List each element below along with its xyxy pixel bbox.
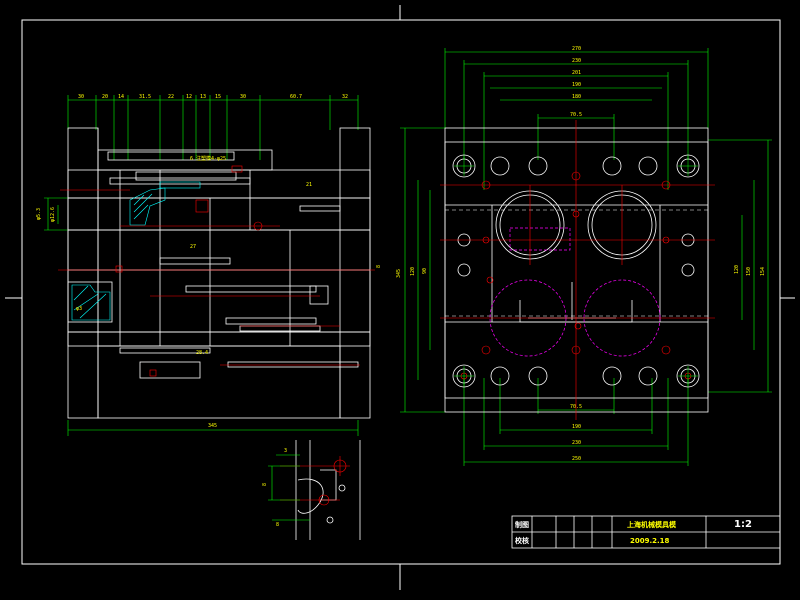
detail-view: 8 3 8 <box>262 440 361 540</box>
dim-250-bottom: 250 <box>572 456 581 462</box>
title-scale: 1:2 <box>734 519 752 530</box>
dim-top-7: 13 <box>200 94 206 100</box>
left-section-view: 30 20 14 31.5 22 12 13 15 30 60.7 32 345 <box>36 94 382 436</box>
dim-120-left: 120 <box>410 267 416 276</box>
dim-230-bottom: 230 <box>572 440 581 446</box>
dim-top-9: 30 <box>240 94 246 100</box>
title-row2-label: 校核 <box>515 536 529 545</box>
dim-201: 201 <box>572 70 581 76</box>
dim-345-vertical: 345 <box>396 269 402 278</box>
dim-top-8: 15 <box>215 94 221 100</box>
dim-190: 190 <box>572 82 581 88</box>
dim-180: 180 <box>572 94 581 100</box>
detail-dim-a: 8 <box>262 483 268 486</box>
right-plan-view: 270 230 201 190 180 70.5 70.5 190 230 25… <box>396 46 772 466</box>
dim-top-5: 22 <box>168 94 174 100</box>
dim-top-11: 32 <box>342 94 348 100</box>
title-row1-label: 制图 <box>515 520 529 529</box>
dim-top-4: 31.5 <box>139 94 151 100</box>
centerlines <box>58 165 375 377</box>
dim-230: 230 <box>572 58 581 64</box>
dim-21: 21 <box>306 182 312 188</box>
note-mold-spec: 6 注塑模4-φ25 <box>190 155 226 162</box>
dim-top-1: 30 <box>78 94 84 100</box>
dim-90-left: 90 <box>422 268 428 274</box>
sheet-border <box>5 5 795 590</box>
top-dimension-texts: 30 20 14 31.5 22 12 13 15 30 60.7 32 345 <box>78 94 348 429</box>
title-block: 制图 校核 上海机械模具模 2009.2.18 1:2 <box>511 515 781 549</box>
cavity-hidden-lines <box>489 227 661 357</box>
dim-top-10: 60.7 <box>290 94 302 100</box>
plan-centerlines <box>440 120 715 420</box>
dim-top-3: 14 <box>118 94 124 100</box>
dim-overall-width: 345 <box>208 423 217 429</box>
dim-top-2: 20 <box>102 94 108 100</box>
section-hatch <box>71 181 201 321</box>
guide-pin-holes <box>452 154 700 388</box>
detail-dim-c: 8 <box>276 522 279 528</box>
detail-dim-b: 3 <box>284 448 287 454</box>
right-dimension-texts: 270 230 201 190 180 70.5 70.5 190 230 25… <box>396 46 766 462</box>
title-company: 上海机械模具模 <box>627 520 677 529</box>
dim-27: 27 <box>190 244 196 250</box>
mold-plates <box>67 127 371 419</box>
dim-28-4: 28.4 <box>196 350 208 356</box>
dim-270: 270 <box>572 46 581 52</box>
dim-phi-12-6: φ12.6 <box>50 207 56 222</box>
dim-190-bottom: 190 <box>572 424 581 430</box>
plate-outline <box>444 127 709 413</box>
dim-top-6: 12 <box>186 94 192 100</box>
dim-150-right: 150 <box>746 267 752 276</box>
dim-phi-5-3: φ5.3 <box>36 208 42 220</box>
title-date: 2009.2.18 <box>630 537 670 545</box>
left-annotations: 6 注塑模4-φ25 φ5.3 φ12.6 φ3 27 28.4 21 8 <box>36 155 382 356</box>
dim-70-5-top: 70.5 <box>570 112 582 118</box>
dim-8: 8 <box>376 265 382 268</box>
dim-120-right: 120 <box>734 265 740 274</box>
dim-154-right: 154 <box>760 267 766 276</box>
dim-phi-3: φ3 <box>76 306 82 312</box>
